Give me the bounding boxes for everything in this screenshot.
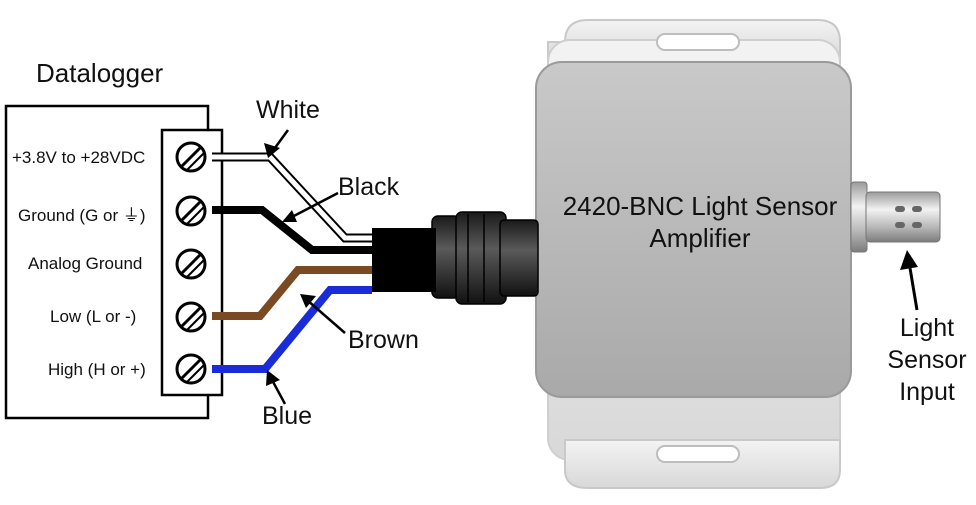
brown-arrow [300,294,346,334]
light-sensor-input-label: Light Sensor Input [887,314,967,406]
wire-white [212,152,372,243]
terminal-label-2: Ground (G or ⏚) [18,206,146,225]
sensor-arrow [900,250,919,311]
screw-terminal-2 [175,195,207,227]
black-arrow [282,191,339,222]
cable-jacket [372,228,436,292]
amplifier-title: 2420-BNC Light Sensor Amplifier [562,191,838,253]
blue-wire-label: Blue [262,402,313,430]
wire-blue [212,286,372,373]
wire-brown [212,266,372,320]
screw-terminal-3 [175,248,207,280]
black-wire-label: Black [338,173,400,201]
terminal-label-4: Low (L or -) [50,307,137,326]
cable-gland [431,211,539,305]
terminal-label-5: High (H or +) [48,360,146,379]
white-wire-label: White [256,96,320,124]
screw-terminal-1 [175,141,207,173]
terminal-label-3: Analog Ground [28,254,143,273]
bnc-connector [850,181,941,253]
blue-arrow [266,370,287,405]
brown-wire-label: Brown [348,326,419,354]
white-arrow [264,129,290,158]
screw-terminal-5 [175,353,207,385]
screw-terminal-4 [175,301,207,333]
wire-black [212,206,372,254]
terminal-label-1: +3.8V to +28VDC [12,148,146,167]
datalogger-title: Datalogger [36,58,164,88]
